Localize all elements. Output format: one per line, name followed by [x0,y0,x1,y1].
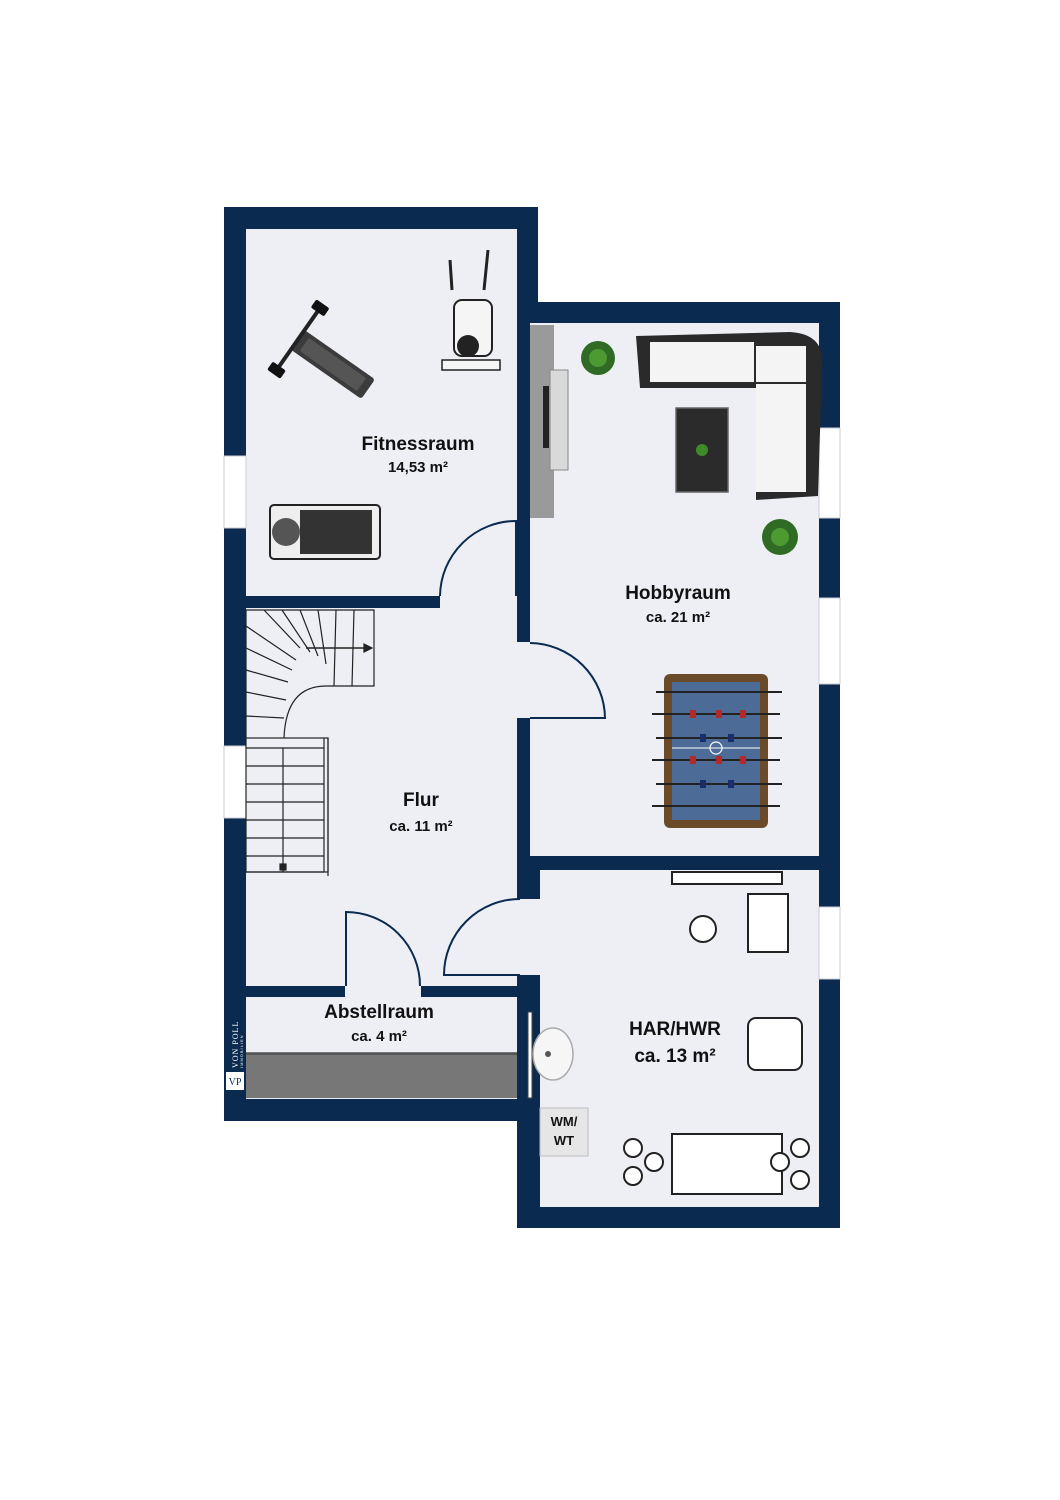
washer-dryer-box [539,1107,589,1157]
room-area-abstellraum: ca. 4 m² [351,1028,407,1045]
room-name-fitnessraum: Fitnessraum [362,434,475,455]
room-name-flur: Flur [403,790,439,811]
logo-tagline: IMMOBILIEN [239,1034,244,1068]
round-appliance [689,915,717,943]
room-labels: Fitnessraum 14,53 m² Hobbyraum ca. 21 m²… [324,434,731,1148]
room-name-hobbyraum: Hobbyraum [625,583,731,604]
coffee-table-icon [675,407,729,493]
room-name-har-hwr: HAR/HWR [629,1019,721,1040]
logo-brand: VON POLL [231,1021,240,1068]
treadmill-icon [269,504,381,560]
window-flur [223,745,247,819]
room-area-har-hwr: ca. 13 m² [634,1046,715,1067]
appliance-label-line2: WT [554,1133,574,1148]
elliptical-trainer-icon [441,249,501,371]
logo-mark: VP [229,1077,242,1088]
weight-bench-icon [267,299,374,398]
room-area-fitnessraum: 14,53 m² [388,459,448,476]
cabinet [747,893,789,953]
windows [223,427,841,980]
room-name-abstellraum: Abstellraum [324,1002,434,1023]
tv-stand-icon [530,325,569,518]
window-fitness [223,455,247,529]
room-area-flur: ca. 11 m² [389,818,452,835]
foosball-table-icon [652,674,782,828]
logo: VON POLL IMMOBILIEN VP [224,1010,246,1110]
door-hobby [529,642,607,719]
plant-icon [762,519,798,555]
laundry-basket [747,1017,803,1071]
wall-shelf [671,871,783,885]
doors [345,519,607,987]
plant-icon [581,341,615,375]
har-furniture [671,871,803,1071]
room-area-hobbyraum: ca. 21 m² [646,609,710,626]
window-har [818,906,841,980]
window-hobby-1 [818,427,841,519]
sofa-icon [636,332,823,500]
staircase-icon [245,609,375,876]
chair-icon [623,1138,810,1190]
storage-shelf [246,1052,517,1098]
window-hobby-2 [818,597,841,685]
door-har [442,898,521,976]
door-abstell [345,910,421,987]
door-fitness [439,519,517,597]
washbasin-icon [527,1011,574,1099]
appliance-label-line1: WM/ [551,1114,578,1129]
dining-table-icon [671,1133,783,1195]
